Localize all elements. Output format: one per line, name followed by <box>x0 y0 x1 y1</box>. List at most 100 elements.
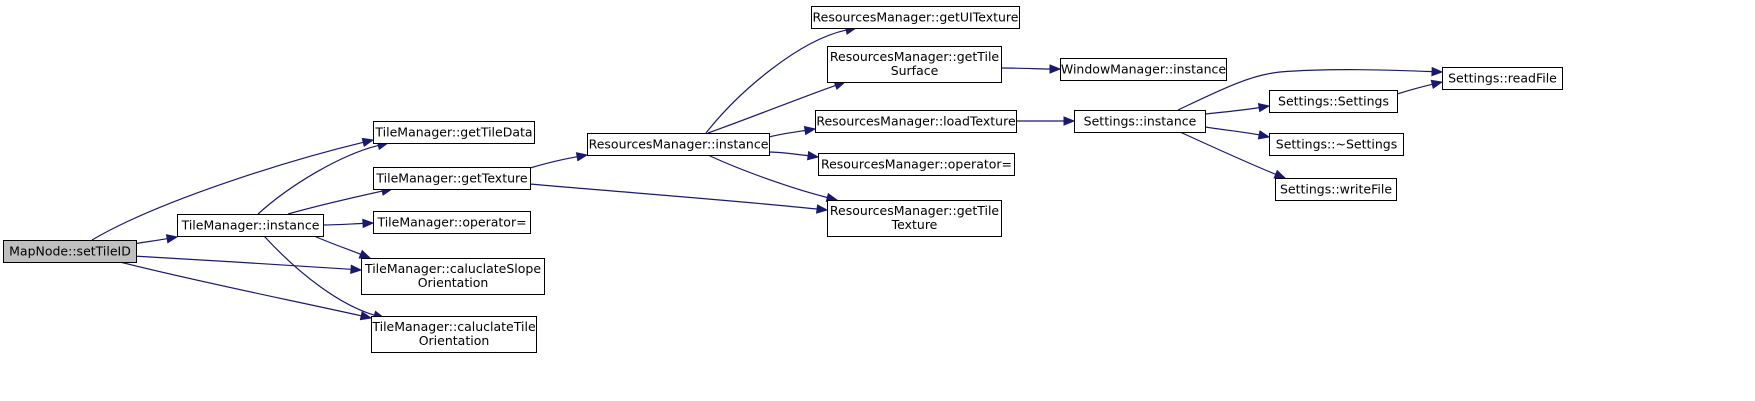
node-s_readFile[interactable]: Settings::readFile <box>1442 67 1563 90</box>
node-box <box>1269 133 1404 156</box>
node-box <box>827 46 1002 83</box>
node-label: ResourcesManager::operator= <box>821 157 1012 172</box>
edge-line <box>1396 83 1433 95</box>
arrowhead <box>1431 66 1444 77</box>
node-label: Surface <box>891 63 939 78</box>
node-setTileID[interactable]: MapNode::setTileID <box>3 240 137 263</box>
node-s_dtor[interactable]: Settings::~Settings <box>1269 133 1404 156</box>
node-wm_instance[interactable]: WindowManager::instance <box>1060 58 1227 81</box>
arrowhead <box>350 264 363 275</box>
node-label: TileManager::caluclateSlope <box>364 261 541 276</box>
edge-line <box>132 255 352 270</box>
node-box <box>373 167 531 190</box>
edge-tm_instance-to-tm_operator <box>322 218 375 229</box>
node-rm_operator[interactable]: ResourcesManager::operator= <box>818 153 1015 176</box>
arrowhead <box>575 152 589 162</box>
arrowhead <box>1257 130 1271 140</box>
node-tm_getTexture[interactable]: TileManager::getTexture <box>373 167 531 190</box>
node-label: Orientation <box>419 333 490 348</box>
node-label: ResourcesManager::loadTexture <box>816 114 1016 129</box>
edge-tm_instance-to-tm_getTexture <box>287 186 394 215</box>
node-label: WindowManager::instance <box>1061 62 1227 77</box>
node-label: ResourcesManager::getTile <box>830 49 1000 64</box>
edge-rm_instance-to-rm_loadTexture <box>768 125 817 138</box>
node-box <box>827 200 1002 237</box>
node-label: ResourcesManager::getUITexture <box>813 10 1019 25</box>
node-box <box>361 258 545 295</box>
node-tm_instance[interactable]: TileManager::instance <box>177 214 324 237</box>
node-label: Orientation <box>418 275 489 290</box>
node-box <box>373 211 531 234</box>
arrowhead <box>1049 64 1062 74</box>
arrowhead <box>816 204 829 214</box>
node-label: Texture <box>891 217 938 232</box>
arrowhead <box>1430 79 1444 90</box>
node-s_ctor[interactable]: Settings::Settings <box>1269 90 1398 113</box>
arrowhead <box>358 249 372 259</box>
node-label: Settings::writeFile <box>1280 182 1392 197</box>
edge-s_instance-to-s_dtor <box>1204 126 1271 140</box>
edge-s_ctor-to-s_readFile <box>1396 79 1444 95</box>
arrowhead <box>361 137 375 148</box>
edge-line <box>1204 126 1260 136</box>
node-box <box>587 133 770 156</box>
node-box <box>818 153 1015 176</box>
node-label: Settings::~Settings <box>1276 137 1397 152</box>
edge-setTileID-to-tm_tileOrient <box>119 261 373 321</box>
edge-tm_getTexture-to-rm_getTileTexture <box>529 183 829 214</box>
arrowhead <box>1257 102 1271 113</box>
edge-line <box>91 141 364 241</box>
edge-line <box>707 84 836 134</box>
node-box <box>815 110 1017 133</box>
node-label: ResourcesManager::instance <box>589 137 769 152</box>
edge-line <box>705 29 847 134</box>
node-label: MapNode::setTileID <box>9 244 131 259</box>
arrowhead <box>803 125 817 136</box>
node-box <box>811 6 1020 29</box>
node-label: Settings::readFile <box>1448 71 1557 86</box>
node-box <box>177 214 324 237</box>
arrowhead <box>1063 116 1076 126</box>
arrowhead <box>807 150 820 161</box>
edge-line <box>263 235 375 316</box>
edge-setTileID-to-tm_instance <box>132 234 179 245</box>
edge-rm_getTileSurface-to-wm_instance <box>1000 64 1062 74</box>
edge-setTileID-to-tm_slope <box>132 255 363 275</box>
edge-line <box>257 144 379 215</box>
node-rm_instance[interactable]: ResourcesManager::instance <box>587 133 770 156</box>
node-label: TileManager::getTexture <box>375 171 527 186</box>
node-box <box>371 316 537 353</box>
node-label: ResourcesManager::getTile <box>830 203 1000 218</box>
edge-line <box>322 222 364 226</box>
node-box <box>1060 58 1227 81</box>
node-label: Settings::Settings <box>1278 94 1389 109</box>
node-label: TileManager::caluclateTile <box>371 319 536 334</box>
arrowhead <box>362 218 375 229</box>
node-box <box>3 240 137 263</box>
edge-line <box>313 235 361 255</box>
edge-line <box>119 261 362 317</box>
node-s_instance[interactable]: Settings::instance <box>1074 110 1206 133</box>
edge-line <box>1204 107 1260 115</box>
node-s_writeFile[interactable]: Settings::writeFile <box>1275 178 1397 201</box>
edge-tm_getTexture-to-rm_instance <box>529 152 589 169</box>
node-label: TileManager::instance <box>181 218 320 233</box>
edge-line <box>1000 67 1051 70</box>
node-tm_getTileData[interactable]: TileManager::getTileData <box>373 121 535 144</box>
node-tm_operator[interactable]: TileManager::operator= <box>373 211 531 234</box>
edge-rm_instance-to-rm_getTileTexture <box>707 154 839 202</box>
edge-rm_instance-to-rm_operator <box>768 150 820 161</box>
edge-line <box>1177 69 1433 111</box>
edge-tm_instance-to-tm_slope <box>313 235 372 259</box>
edge-line <box>1179 131 1276 175</box>
node-rm_getUITexture[interactable]: ResourcesManager::getUITexture <box>811 6 1020 29</box>
node-rm_loadTexture[interactable]: ResourcesManager::loadTexture <box>815 110 1017 133</box>
edge-s_instance-to-s_ctor <box>1204 102 1271 115</box>
arrowhead <box>359 311 373 321</box>
edge-line <box>132 238 168 245</box>
